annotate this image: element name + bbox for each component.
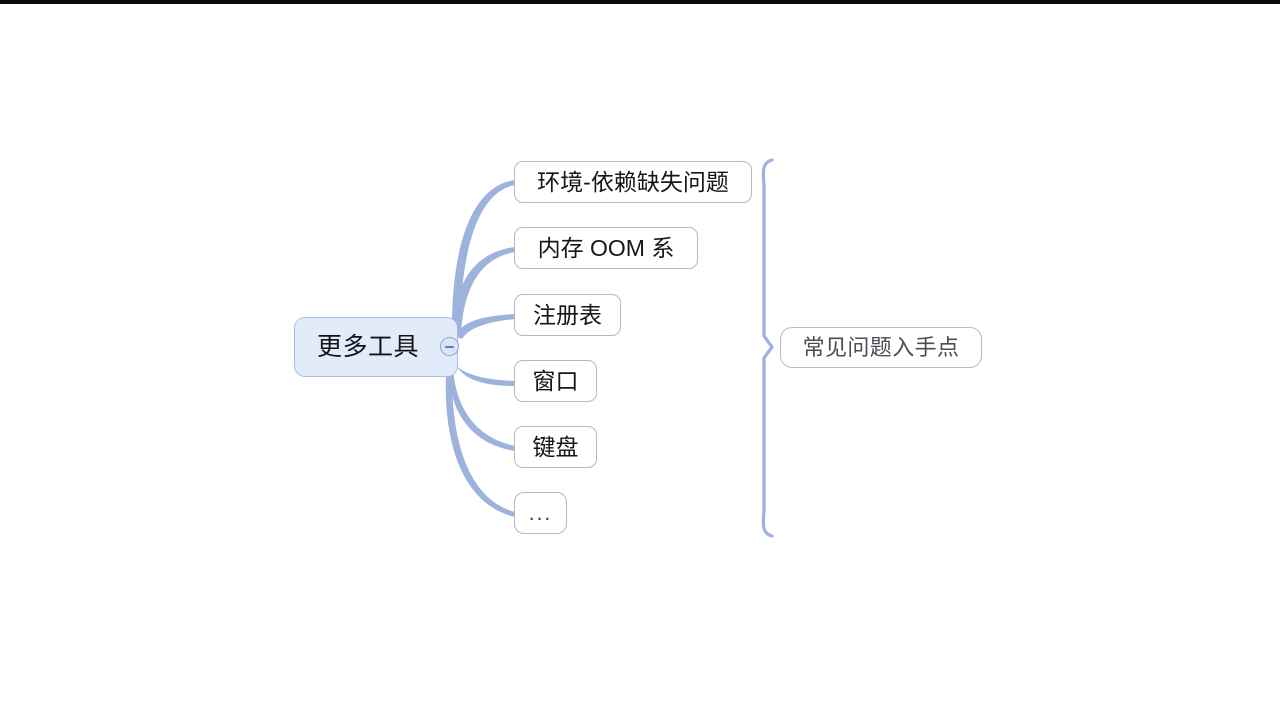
top-edge-strip bbox=[0, 0, 1280, 4]
branch-to-child-1 bbox=[453, 247, 515, 334]
minus-glyph bbox=[445, 345, 454, 348]
mindmap-node-label: 环境-依赖缺失问题 bbox=[537, 168, 729, 195]
branch-to-child-4 bbox=[448, 368, 515, 451]
mindmap-node-label: 窗口 bbox=[532, 367, 579, 394]
mindmap-node-environment[interactable]: 环境-依赖缺失问题 bbox=[514, 161, 752, 203]
mindmap-node-registry[interactable]: 注册表 bbox=[514, 294, 621, 336]
branch-to-child-5 bbox=[445, 371, 515, 517]
mindmap-node-window[interactable]: 窗口 bbox=[514, 360, 597, 402]
summary-brace-icon bbox=[761, 158, 774, 538]
mindmap-node-keyboard[interactable]: 键盘 bbox=[514, 426, 597, 468]
mindmap-node-label: 内存 OOM 系 bbox=[537, 234, 675, 261]
root-node-label: 更多工具 bbox=[316, 332, 419, 361]
summary-node[interactable]: 常见问题入手点 bbox=[780, 327, 982, 368]
mindmap-node-label: 键盘 bbox=[532, 433, 579, 460]
collapse-minus-icon[interactable] bbox=[440, 337, 459, 356]
branch-to-child-0 bbox=[452, 180, 515, 330]
mindmap-node-label: ... bbox=[528, 501, 553, 525]
branch-to-child-2 bbox=[455, 314, 515, 339]
summary-node-label: 常见问题入手点 bbox=[802, 334, 960, 360]
mindmap-node-ellipsis[interactable]: ... bbox=[514, 492, 567, 534]
root-node[interactable]: 更多工具 bbox=[294, 317, 458, 377]
branch-to-child-3 bbox=[455, 364, 515, 386]
mindmap-node-memory-oom[interactable]: 内存 OOM 系 bbox=[514, 227, 698, 269]
mindmap-node-label: 注册表 bbox=[533, 301, 602, 328]
